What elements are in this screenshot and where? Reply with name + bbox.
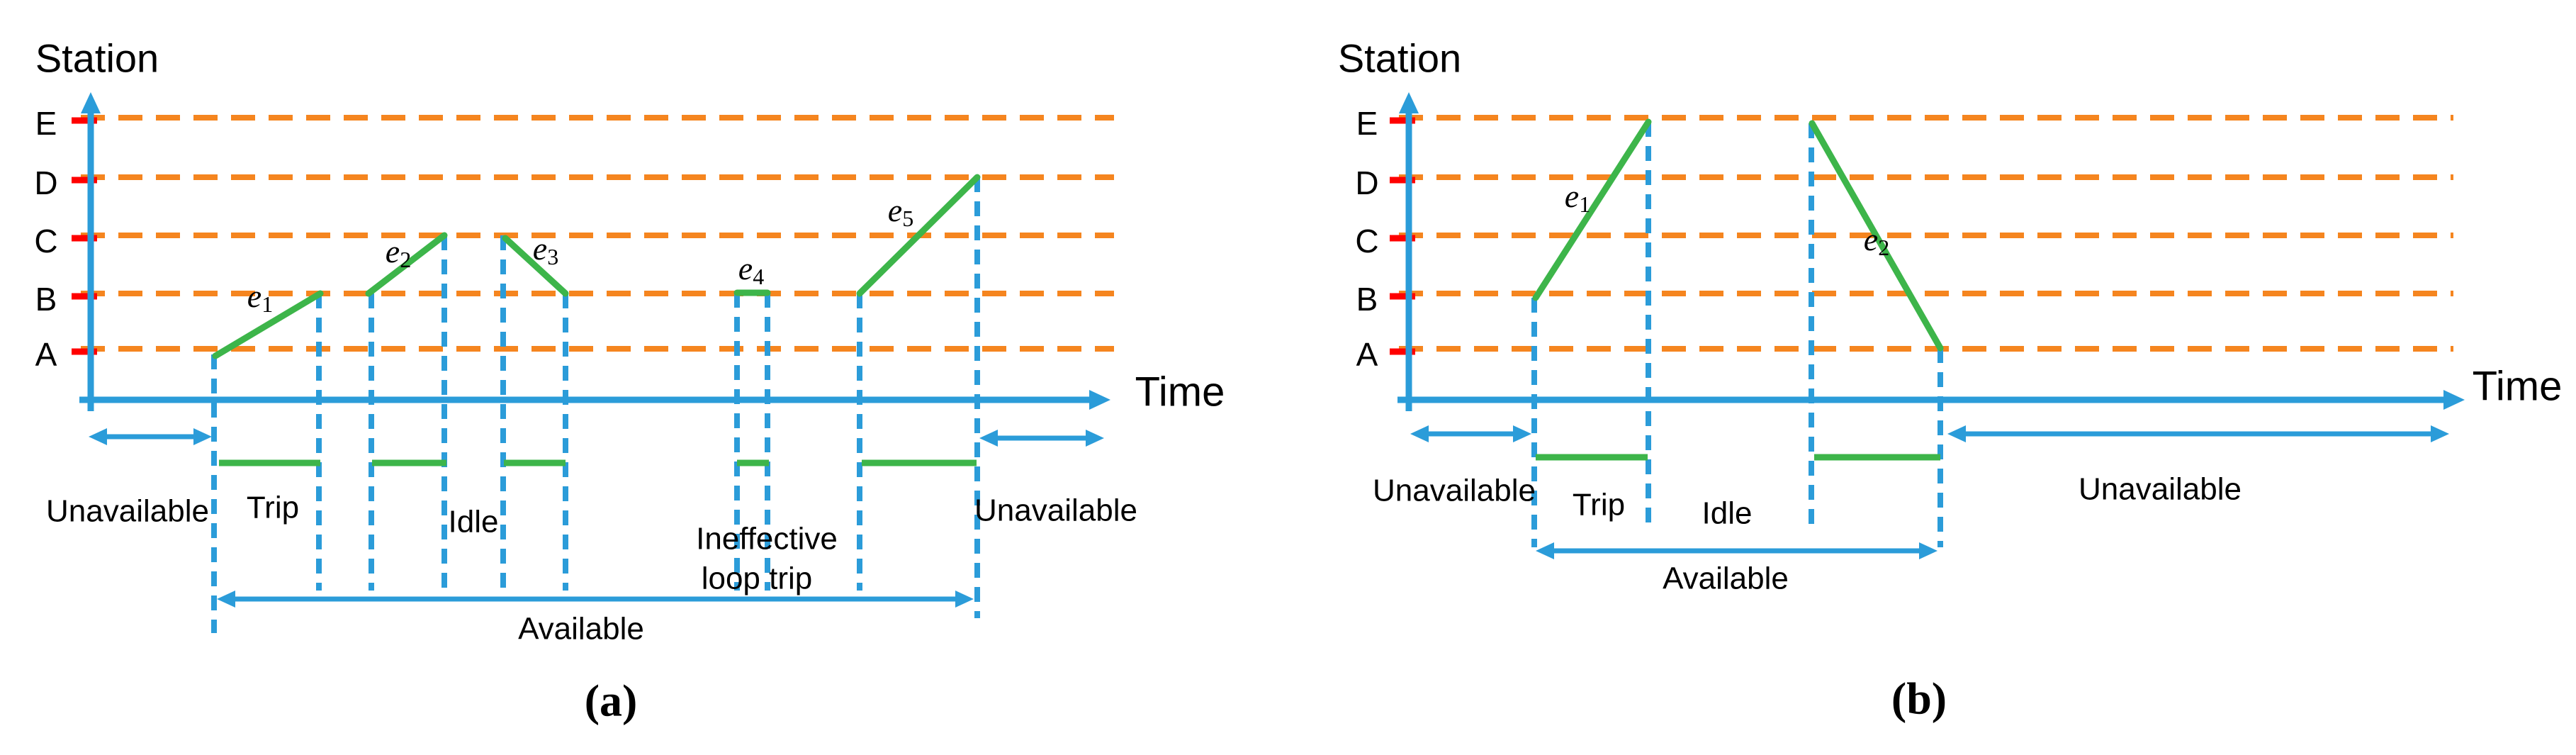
trip-label-subscript: 4 — [753, 264, 764, 289]
trip-label-e1-a: e1 — [247, 278, 273, 318]
trip-label-letter: e — [1565, 178, 1579, 214]
x-axis-arrowhead-a — [1089, 390, 1110, 410]
trip-label-subscript: 2 — [400, 247, 411, 272]
trip-label-e5-a: e5 — [888, 192, 913, 232]
trip-label-e4-a: e4 — [738, 250, 764, 290]
available-label-b: Available — [1663, 561, 1789, 596]
unavailable-label-a: Unavailable — [46, 494, 209, 529]
trip-label-e2-b: e2 — [1864, 221, 1889, 261]
station-label-B-b: B — [1356, 281, 1378, 318]
available-arrowhead-right-b — [1919, 542, 1937, 559]
available-arrowhead-right-a — [955, 591, 974, 608]
y-axis-arrowhead-b — [1399, 92, 1419, 113]
station-label-C-a: C — [34, 223, 57, 259]
phase-label-idle-a: Idle — [449, 505, 499, 539]
station-label-E-a: E — [35, 105, 57, 142]
trip-e1-a — [212, 290, 324, 359]
y-axis-title-a: Station — [35, 36, 159, 81]
x-axis-title-b: Time — [2473, 364, 2563, 410]
trip-label-e1-b: e1 — [1565, 178, 1590, 218]
station-label-D-b: D — [1355, 164, 1378, 201]
trip-e1-b — [1532, 118, 1652, 301]
trip-label-e2-a: e2 — [386, 233, 411, 273]
trip-label-letter: e — [386, 233, 400, 269]
phase-label-loop-trip-a: loop trip — [702, 561, 813, 596]
unavailable-label-b: Unavailable — [2079, 472, 2242, 507]
unavailable-label-b: Unavailable — [1373, 474, 1536, 508]
trip-label-letter: e — [738, 250, 753, 286]
station-label-C-b: C — [1355, 223, 1378, 259]
unavailable-arrowhead-left-a — [89, 428, 107, 445]
phase-label-idle-b: Idle — [1702, 496, 1753, 531]
x-axis-title-a: Time — [1135, 369, 1225, 415]
caption-a: (a) — [585, 676, 638, 726]
y-axis-arrowhead-a — [81, 92, 101, 113]
y-axis-title-b: Station — [1338, 36, 1461, 81]
available-label-a: Available — [518, 612, 644, 647]
unavailable-arrowhead-right-b — [1513, 425, 1531, 442]
available-arrowhead-left-a — [217, 591, 235, 608]
trip-label-e3-a: e3 — [533, 230, 558, 270]
station-label-E-b: E — [1356, 105, 1378, 142]
trip-label-letter: e — [888, 192, 902, 228]
trip-e3-a — [502, 235, 569, 297]
trip-label-letter: e — [533, 230, 547, 267]
phase-label-trip-a: Trip — [247, 491, 299, 525]
station-label-A-a: A — [35, 336, 57, 373]
phase-label-trip-b: Trip — [1573, 488, 1625, 522]
unavailable-arrowhead-right-a — [193, 428, 212, 445]
x-axis-arrowhead-b — [2443, 390, 2465, 410]
unavailable-arrowhead-right-b — [2431, 425, 2449, 442]
trip-e5-a — [856, 174, 981, 297]
station-label-D-a: D — [34, 164, 57, 201]
trip-label-letter: e — [1864, 221, 1878, 257]
phase-label-ineffective-a: Ineffective — [696, 522, 838, 557]
trip-label-subscript: 1 — [1579, 191, 1590, 217]
trip-label-subscript: 3 — [547, 244, 558, 269]
available-arrowhead-left-b — [1536, 542, 1554, 559]
unavailable-arrowhead-left-b — [1410, 425, 1429, 442]
station-label-B-a: B — [35, 281, 57, 318]
trip-e2-a — [365, 232, 448, 297]
station-label-A-b: A — [1356, 336, 1378, 373]
unavailable-label-a: Unavailable — [974, 493, 1137, 528]
unavailable-arrowhead-right-a — [1086, 430, 1104, 447]
trip-label-subscript: 5 — [902, 206, 913, 231]
trip-label-subscript: 1 — [261, 291, 273, 317]
unavailable-arrowhead-left-a — [979, 430, 998, 447]
trip-e2-b — [1809, 120, 1944, 352]
caption-b: (b) — [1891, 673, 1947, 724]
trip-label-subscript: 2 — [1878, 235, 1889, 260]
trip-label-letter: e — [247, 278, 261, 314]
unavailable-arrowhead-left-b — [1947, 425, 1966, 442]
